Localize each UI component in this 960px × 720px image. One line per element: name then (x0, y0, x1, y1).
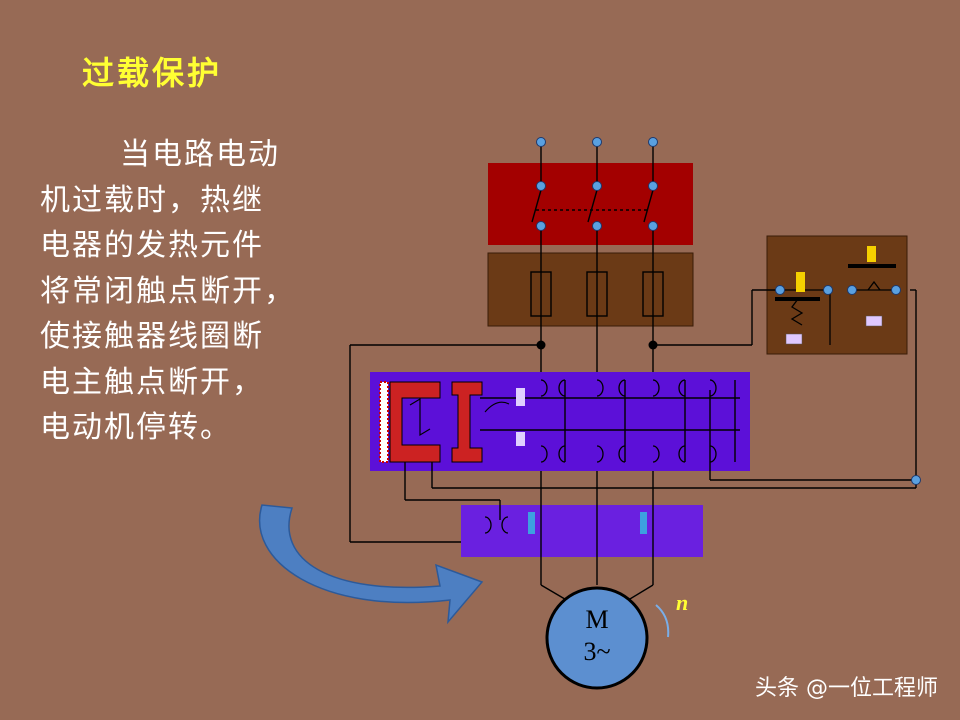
flow-arrow-icon (259, 504, 484, 625)
body-line: 电动机停转。 (40, 410, 232, 445)
body-line: 当电路电动 (120, 137, 280, 172)
body-line: 使接触器线圈断 (40, 319, 264, 354)
relay-button-box (766, 235, 908, 355)
relay-contacts (775, 264, 896, 345)
slide-title: 过载保护 (82, 54, 223, 92)
motor-speed-symbol: n (676, 590, 688, 615)
watermark: 头条 @一位工程师 (755, 676, 938, 701)
contactor-coil (379, 381, 525, 463)
slide-body-text: 当电路电动 机过载时，热继 电器的发热元件 将常闭触点断开， 使接触器线圈断 电… (40, 132, 340, 451)
thermal-element-box (487, 252, 694, 327)
motor-label-top: M (585, 605, 608, 634)
body-line: 电主触点断开， (40, 364, 264, 400)
main-contact-box (461, 505, 703, 557)
motor-label-bottom: 3~ (583, 637, 610, 666)
body-line: 机过载时，热继 (40, 182, 264, 218)
body-line: 将常闭触点断开， (40, 273, 296, 309)
motor-icon (545, 586, 649, 690)
body-line: 电器的发热元件 (40, 228, 264, 263)
main-switch-box (488, 163, 693, 245)
